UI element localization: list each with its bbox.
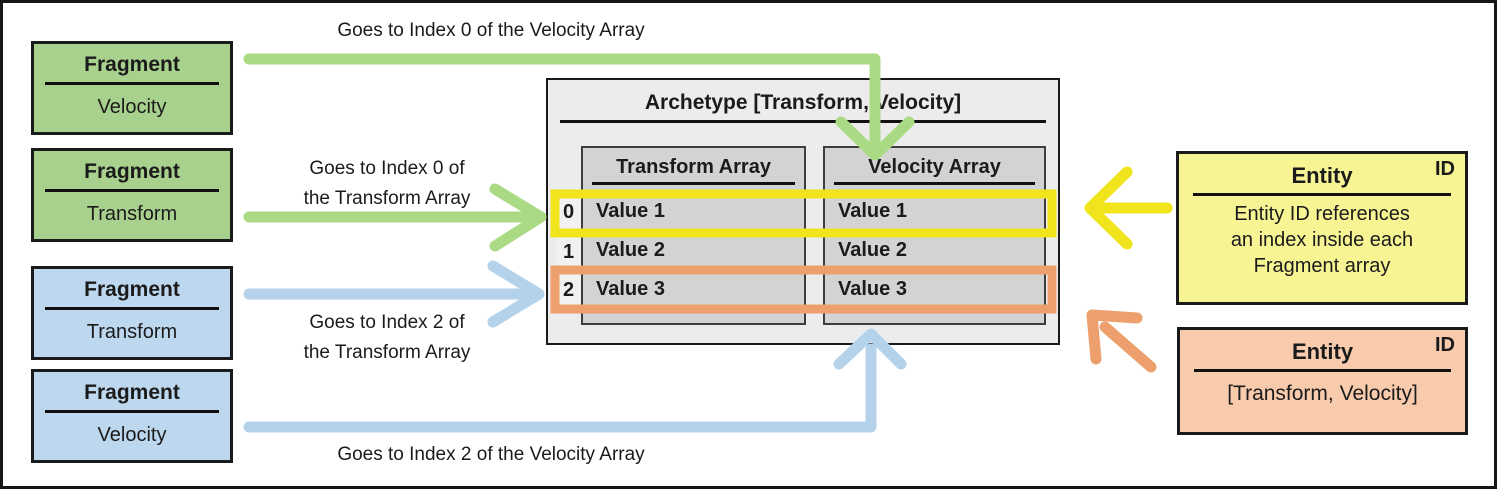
fragment-component-label: Transform	[86, 203, 178, 225]
table-cell: Value 2	[583, 232, 804, 271]
table-cell: Value 1	[825, 193, 1044, 232]
entity-id-badge: ID	[1435, 158, 1455, 180]
transform-array-column: Transform Array Value 1 Value 2 Value 3	[581, 146, 806, 325]
row-index-0: 0	[556, 193, 581, 232]
label-goes-to-index2-velocity: Goes to Index 2 of the Velocity Array	[337, 444, 645, 465]
row-index-1: 1	[556, 234, 581, 271]
archetype-box: Archetype [Transform, Velocity] 0 1 2 Tr…	[546, 78, 1060, 345]
label-goes-to-index2-transform: Goes to Index 2 of the Transform Array	[261, 308, 513, 368]
fragment-divider	[45, 189, 219, 192]
entity-box-orange: ID Entity [Transform, Velocity]	[1177, 327, 1468, 435]
label-line: the Transform Array	[303, 188, 471, 209]
archetype-title: Archetype [Transform, Velocity]	[644, 91, 962, 114]
fragment-box-green-transform: Fragment Transform	[31, 148, 233, 242]
entity-description-line: Fragment array	[1253, 255, 1391, 277]
column-header-divider	[592, 182, 795, 185]
velocity-array-header: Velocity Array	[868, 156, 1001, 178]
label-goes-to-index0-velocity: Goes to Index 0 of the Velocity Array	[337, 20, 645, 41]
fragment-box-blue-velocity: Fragment Velocity	[31, 369, 233, 463]
fragment-title: Fragment	[84, 160, 180, 183]
entity-box-yellow: ID Entity Entity ID references an index …	[1176, 151, 1468, 305]
fragment-title: Fragment	[84, 278, 180, 301]
fragment-box-blue-transform: Fragment Transform	[31, 266, 233, 360]
velocity-array-column: Velocity Array Value 1 Value 2 Value 3	[823, 146, 1046, 325]
entity-title: Entity	[1291, 339, 1354, 364]
arrow-orange-shaft	[1099, 321, 1157, 373]
table-cell: Value 1	[583, 193, 804, 232]
entity-description-line: [Transform, Velocity]	[1227, 382, 1418, 405]
fragment-divider	[45, 82, 219, 85]
entity-description-line: Entity ID references	[1234, 203, 1410, 225]
label-line: the Transform Array	[303, 342, 471, 363]
table-cell: Value 2	[825, 232, 1044, 271]
row-index-2: 2	[556, 272, 581, 309]
entity-id-badge: ID	[1435, 334, 1455, 356]
label-goes-to-index0-transform: Goes to Index 0 of the Transform Array	[261, 154, 513, 214]
fragment-box-green-velocity: Fragment Velocity	[31, 41, 233, 135]
arrow-yellow-head	[1084, 166, 1133, 250]
entity-title: Entity	[1291, 163, 1353, 188]
table-cell: Value 3	[583, 271, 804, 310]
fragment-component-label: Transform	[86, 321, 178, 343]
label-line: Goes to Index 2 of	[309, 312, 465, 333]
fragment-divider	[45, 307, 219, 310]
column-header-divider	[834, 182, 1035, 185]
entity-divider	[1193, 193, 1451, 196]
fragment-divider	[45, 410, 219, 413]
table-cell: Value 3	[825, 271, 1044, 310]
entity-description: Entity ID references an index inside eac…	[1179, 201, 1465, 279]
fragment-component-label: Velocity	[97, 96, 167, 118]
fragment-title: Fragment	[84, 53, 180, 76]
arrow-orange-head	[1086, 309, 1143, 365]
transform-array-header: Transform Array	[616, 156, 771, 178]
label-line: Goes to Index 0 of	[309, 158, 465, 179]
entity-description-line: an index inside each	[1230, 229, 1414, 251]
entity-divider	[1194, 369, 1451, 372]
archetype-title-divider	[560, 120, 1046, 123]
fragment-component-label: Velocity	[97, 424, 167, 446]
entity-description: [Transform, Velocity]	[1180, 381, 1465, 407]
fragment-title: Fragment	[84, 381, 180, 404]
